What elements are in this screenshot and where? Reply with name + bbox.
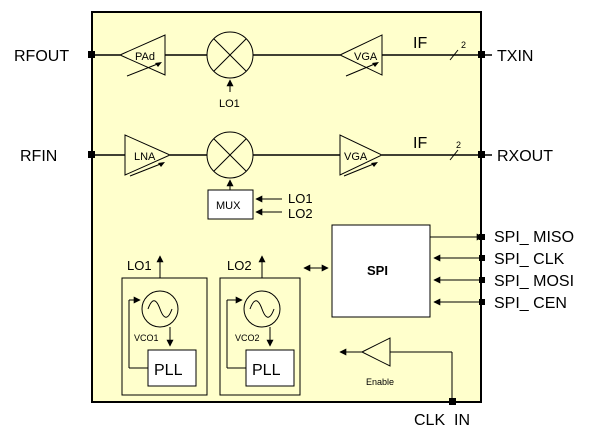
tx-if-label: IF <box>413 35 427 52</box>
rx-vga-amplifier-icon: VGA <box>339 134 384 177</box>
port-rfin: RFIN <box>20 148 57 165</box>
port-clk-in: CLK IN <box>414 412 470 429</box>
mux-input-lo1: LO1 <box>288 191 313 206</box>
vco1-label: VCO1 <box>134 333 159 343</box>
rfout-pin <box>88 51 95 58</box>
rx-mixer-icon <box>206 131 254 179</box>
tx-vga-amplifier-icon: VGA <box>338 34 383 77</box>
port-spi-mosi: SPI_ MOSI <box>494 273 574 290</box>
pll2-block <box>245 349 295 387</box>
port-spi-miso: SPI_ MISO <box>494 229 574 246</box>
pa-driver-amplifier-icon: PAd <box>118 34 166 77</box>
vco2-sine-wave-icon <box>243 290 281 328</box>
pa-label: PAd <box>135 51 155 63</box>
port-spi-cen: SPI_ CEN <box>494 295 567 312</box>
tx-bus-width: 2 <box>461 40 466 50</box>
synth2-lo-label: LO2 <box>227 258 252 273</box>
enable-label: Enable <box>366 377 394 387</box>
port-txin: TXIN <box>497 48 533 65</box>
pll2-label: PLL <box>252 362 281 379</box>
mux-input-lo2: LO2 <box>288 206 313 221</box>
rx-vga-label: VGA <box>344 151 368 163</box>
synthesizer-1: LO1 VCO1 PLL <box>121 255 208 396</box>
vco2-label: VCO2 <box>235 333 260 343</box>
rfin-pin <box>88 151 95 158</box>
vco1-sine-wave-icon <box>141 290 179 328</box>
port-spi-clk: SPI_ CLK <box>494 251 565 268</box>
tx-mixer-icon <box>206 31 254 79</box>
pll1-label: PLL <box>154 362 183 379</box>
rxout-pin <box>478 151 485 158</box>
lna-amplifier-icon: LNA <box>124 134 172 177</box>
pll1-block <box>147 349 197 387</box>
spi-section: SPI <box>303 224 485 318</box>
synth1-lo-label: LO1 <box>127 258 152 273</box>
tx-lo-label: LO1 <box>219 98 240 110</box>
synthesizer-2: LO2 VCO2 PLL <box>219 255 301 396</box>
spi-block <box>331 224 431 318</box>
rx-if-label: IF <box>413 135 427 152</box>
clock-buffer: Enable <box>339 337 456 405</box>
rx-bus-width: 2 <box>456 140 461 150</box>
txin-pin <box>478 51 485 58</box>
tx-path: 2 IF PAd LO1 VGA <box>88 31 492 110</box>
tx-vga-label: VGA <box>354 51 378 63</box>
mux-label: MUX <box>216 200 241 212</box>
lna-label: LNA <box>134 151 156 163</box>
port-rxout: RXOUT <box>497 148 553 165</box>
spi-label: SPI <box>367 263 388 278</box>
rx-path: 2 IF LNA VGA MUX LO1 LO2 <box>88 131 492 221</box>
port-rfout: RFOUT <box>14 48 69 65</box>
mux-block <box>207 189 254 220</box>
